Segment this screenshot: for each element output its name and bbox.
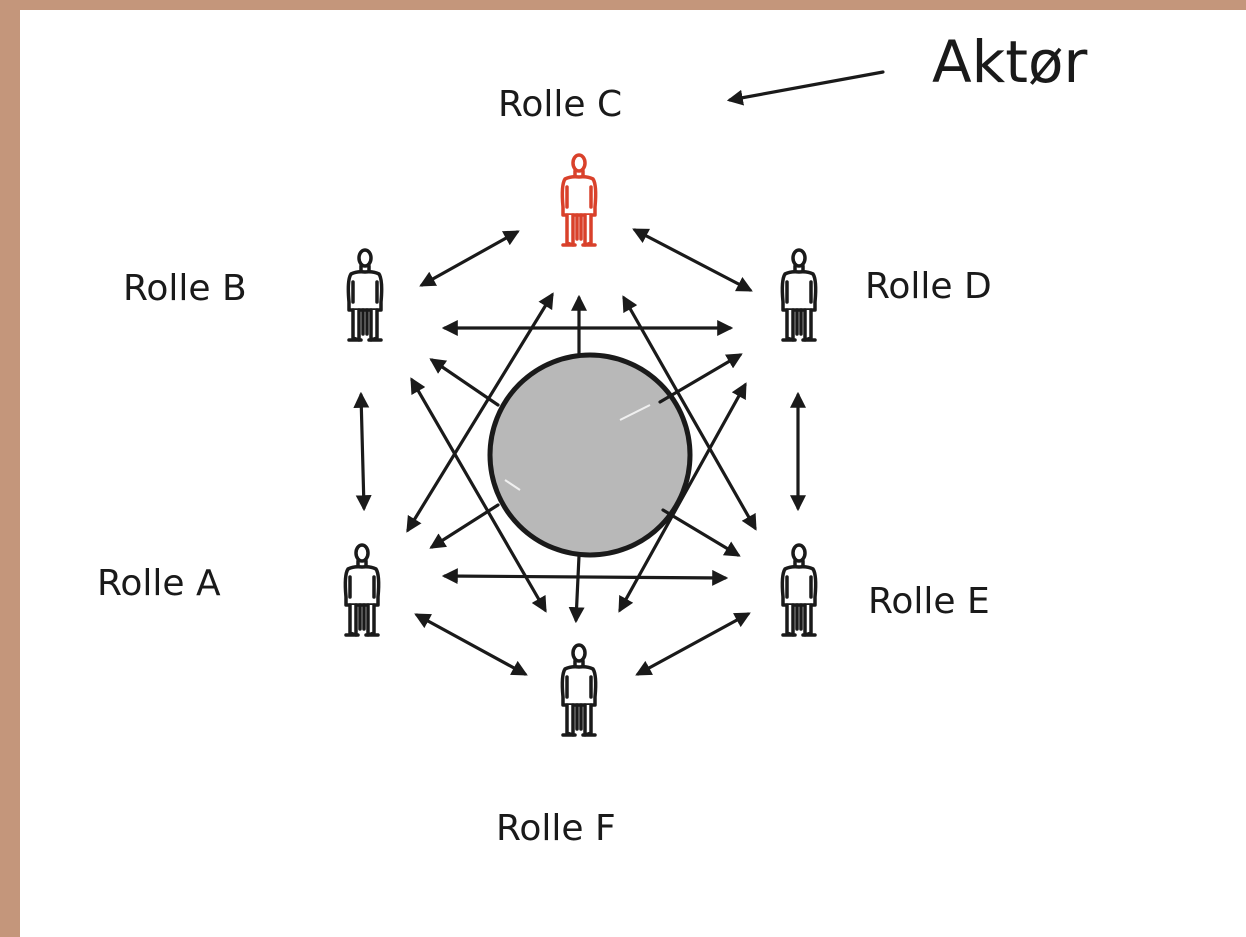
diagram-canvas: Aktør Rolle C Rolle B Rolle D Rolle A Ro…	[20, 10, 1246, 937]
person-icon-a	[343, 543, 381, 637]
role-label-f: Rolle F	[496, 808, 616, 849]
actor-label: Aktør	[932, 28, 1087, 96]
person-icon-e	[780, 543, 818, 637]
center-circle	[487, 352, 693, 558]
role-network-diagram: Aktør Rolle C Rolle B Rolle D Rolle A Ro…	[97, 28, 1087, 849]
actor-arrow	[726, 70, 885, 106]
person-icon-f	[560, 643, 598, 737]
person-icon-d	[780, 248, 818, 342]
diagonal-arrows	[406, 292, 757, 613]
person-icon-b	[346, 248, 384, 342]
role-label-d: Rolle D	[865, 266, 992, 307]
role-label-c: Rolle C	[498, 84, 622, 125]
role-label-e: Rolle E	[868, 581, 990, 622]
role-label-b: Rolle B	[123, 268, 247, 309]
perimeter-arrows	[353, 228, 806, 676]
person-icon-c	[560, 153, 598, 247]
role-label-a: Rolle A	[97, 563, 221, 604]
